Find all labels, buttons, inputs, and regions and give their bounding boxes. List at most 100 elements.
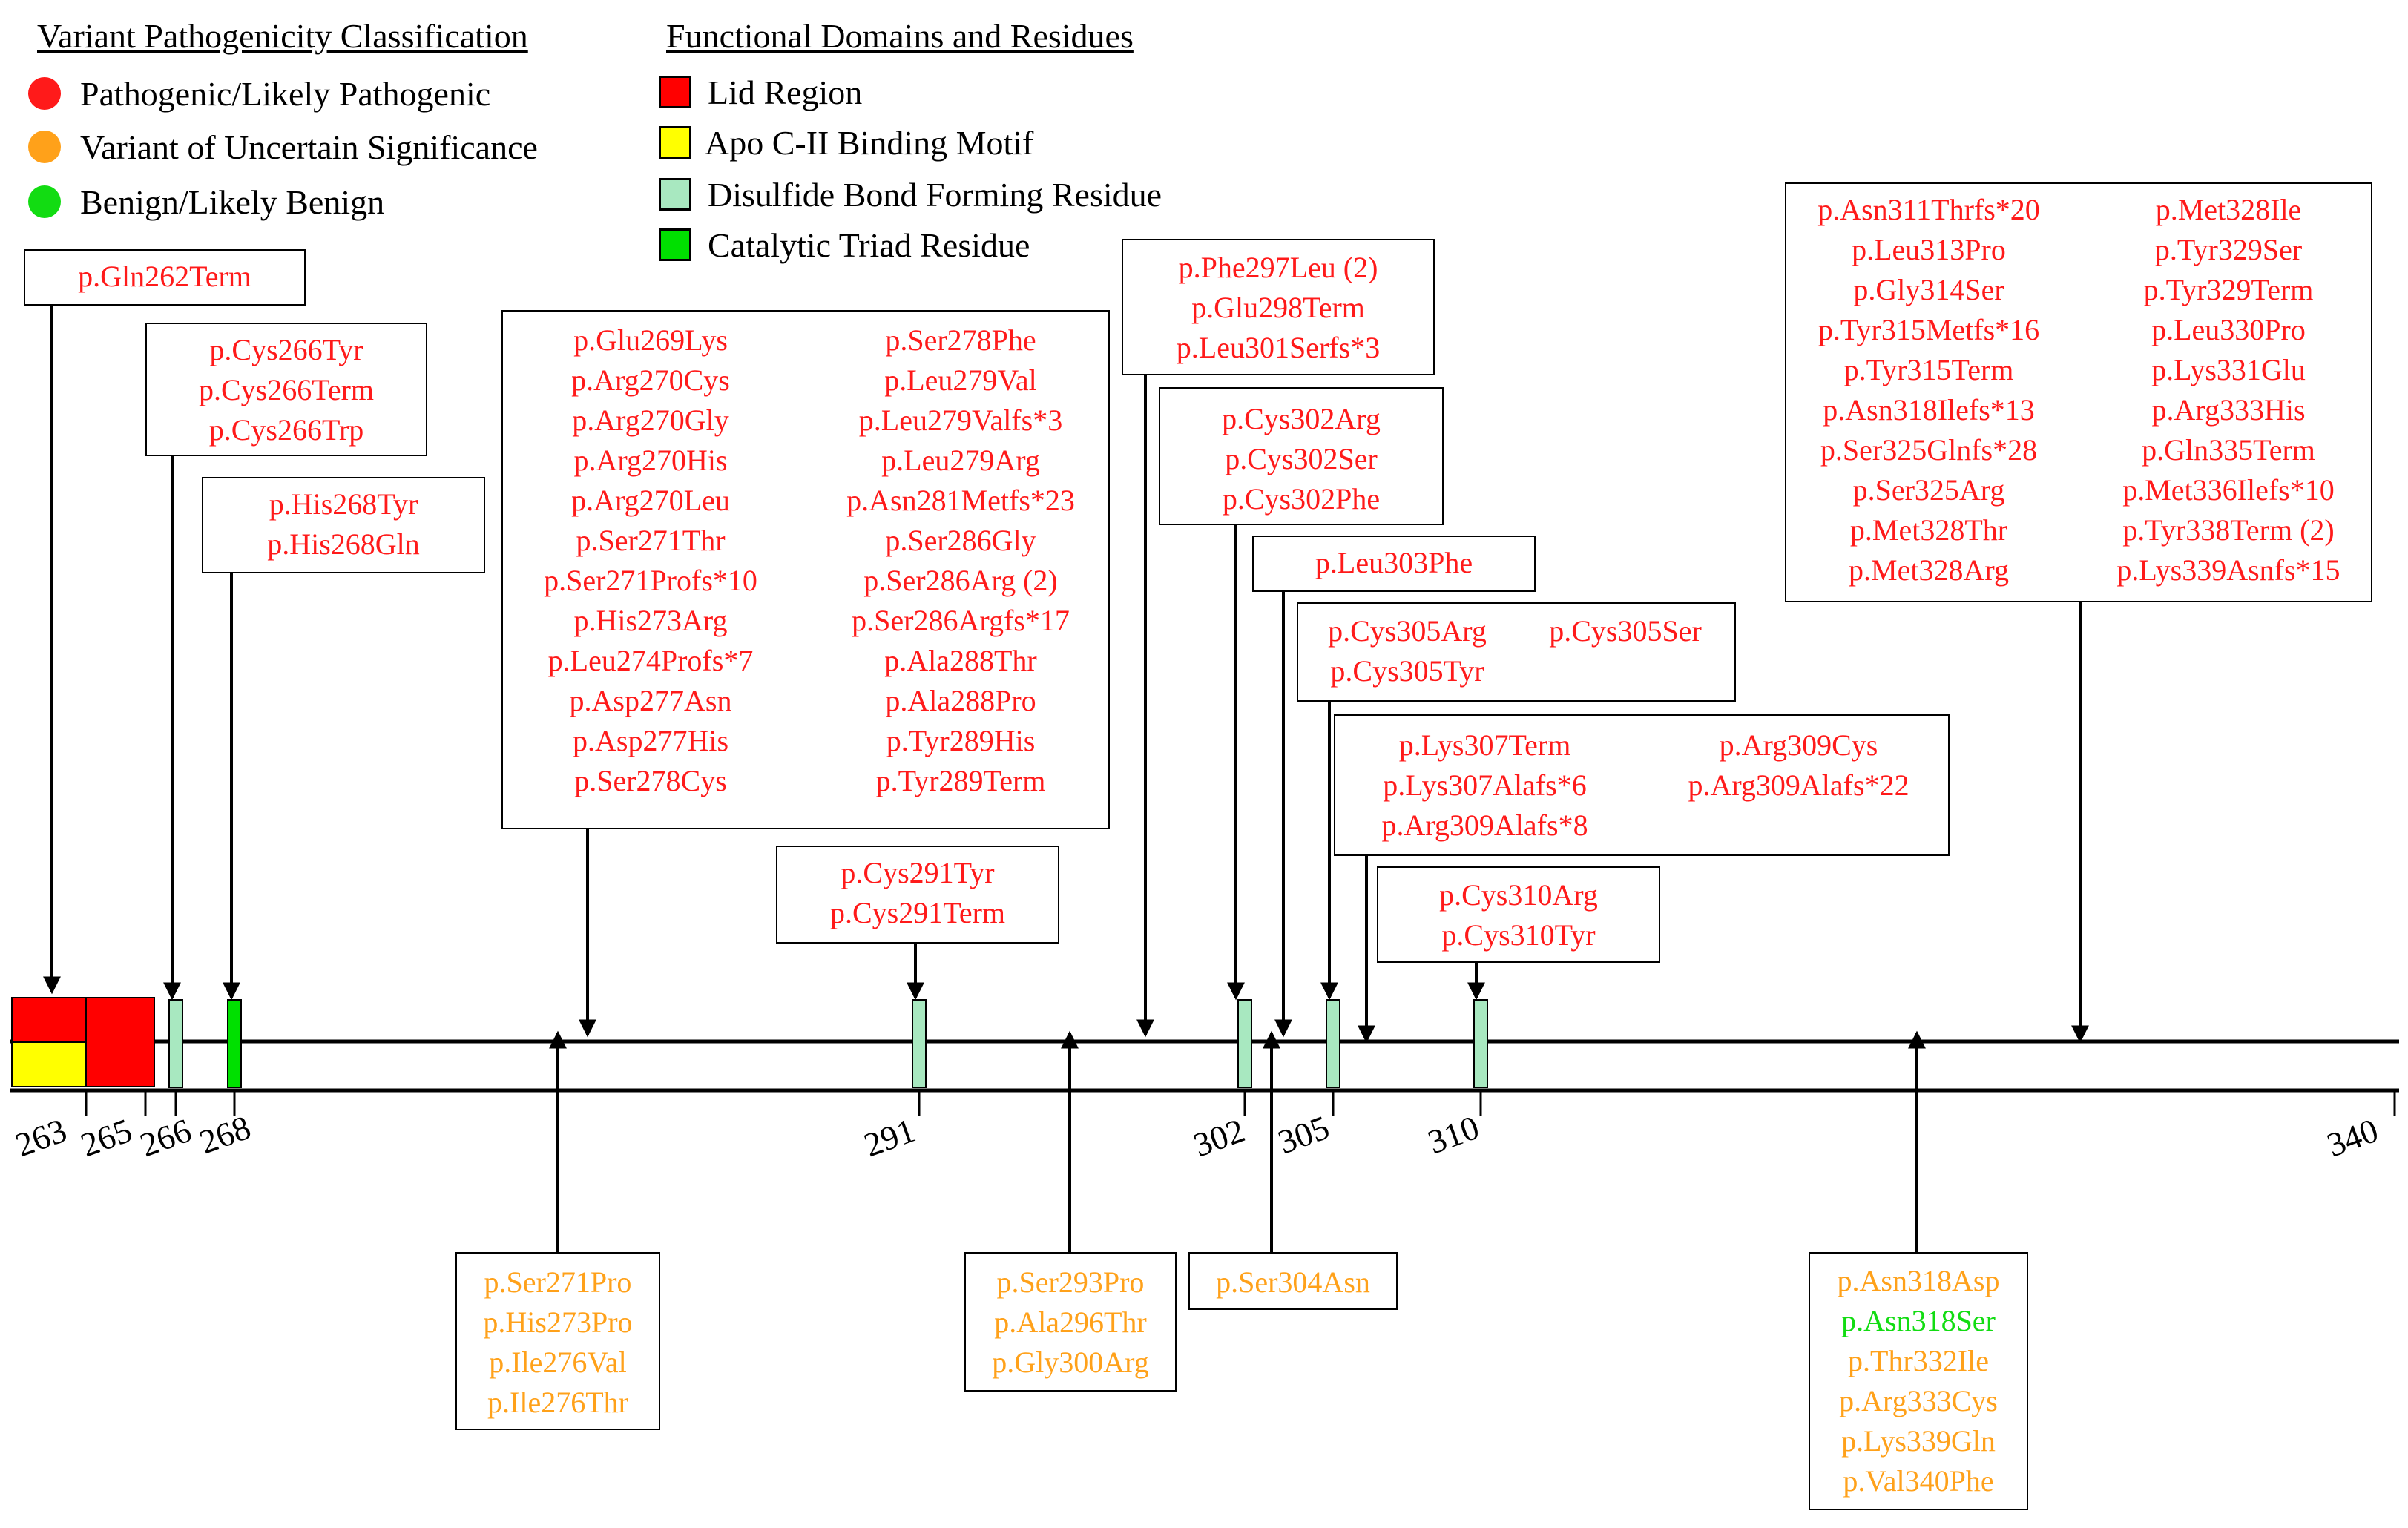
variant-label: p.Cys291Term — [829, 896, 1006, 929]
variant-label: p.Arg309Alafs*8 — [1381, 809, 1588, 842]
variant-list: p.Cys291Tyr p.Cys291Term — [777, 853, 1058, 933]
axis-ticks — [85, 1090, 2396, 1116]
legend-pathogenicity-title: Variant Pathogenicity Classification — [37, 17, 528, 55]
variant-label: p.Thr332Ile — [1848, 1344, 1989, 1377]
variant-label: p.Ala288Pro — [885, 684, 1036, 717]
variant-box-c305: p.Cys305Arg p.Cys305Tyr p.Cys305Ser — [1297, 602, 1736, 702]
variant-label: p.Arg270Gly — [572, 404, 729, 437]
variant-label: p.Cys310Tyr — [1441, 918, 1596, 952]
variant-label: p.Arg270His — [573, 444, 728, 477]
variant-label: p.Tyr338Term (2) — [2122, 513, 2335, 547]
legend-item-disulfide: Disulfide Bond Forming Residue — [659, 174, 1162, 215]
variant-label: p.Leu279Valfs*3 — [858, 404, 1063, 437]
variant-label: p.Arg333His — [2151, 393, 2306, 427]
disulfide-marker-305 — [1326, 999, 1340, 1088]
variant-label: p.Arg333Cys — [1839, 1384, 1998, 1417]
tick-label-291: 291 — [859, 1111, 920, 1165]
variant-label: p.Arg270Cys — [571, 363, 730, 397]
legend-item-lid-region: Lid Region — [659, 71, 862, 113]
catalytic-marker-268 — [227, 999, 242, 1088]
legend-item-benign: Benign/Likely Benign — [28, 181, 384, 223]
red-dot-icon — [28, 77, 61, 110]
variant-label: p.Lys307Alafs*6 — [1383, 768, 1587, 802]
variant-label: p.Tyr289His — [886, 724, 1036, 757]
variant-label: p.Ala296Thr — [994, 1305, 1147, 1339]
variant-label: p.Asn311Thrfs*20 — [1817, 193, 2040, 226]
variant-list: p.Phe297Leu (2) p.Glu298Term p.Leu301Serfs… — [1123, 248, 1433, 368]
variant-label: p.Tyr329Ser — [2154, 233, 2303, 266]
legend-domains-title: Functional Domains and Residues — [666, 17, 1134, 55]
variant-label: p.Cys305Tyr — [1330, 654, 1484, 688]
variant-label: p.His273Arg — [573, 604, 728, 637]
variant-label: p.Ile276Thr — [487, 1386, 628, 1419]
disulfide-marker-302 — [1237, 999, 1252, 1088]
legend-item-catalytic: Catalytic Triad Residue — [659, 224, 1030, 266]
variant-label: p.Val340Phe — [1843, 1464, 1994, 1498]
variant-label: p.Ser325Glnfs*28 — [1820, 433, 2038, 467]
variant-list: p.Gln262Term — [25, 257, 304, 297]
variant-label: p.Met328Arg — [1849, 553, 2009, 587]
variant-label: p.His273Pro — [483, 1305, 633, 1339]
variant-label: p.Ser304Asn — [1216, 1265, 1370, 1299]
variant-box-q262: p.Gln262Term — [24, 249, 306, 306]
variant-box-f297: p.Phe297Leu (2) p.Glu298Term p.Leu301Serfs… — [1122, 239, 1435, 375]
tick-label-263: 263 — [10, 1111, 71, 1165]
variant-label: p.Tyr329Term — [2143, 273, 2314, 306]
variant-label: p.Gln335Term — [2142, 433, 2315, 467]
variant-label: p.Ser278Cys — [574, 764, 727, 797]
tick-label-266: 266 — [135, 1111, 196, 1165]
variant-label: p.Leu301Serfs*3 — [1176, 331, 1381, 364]
green-dot-icon — [28, 185, 61, 218]
variant-label: p.Leu303Phe — [1315, 546, 1473, 579]
variant-label: p.His268Tyr — [269, 487, 418, 521]
variant-label: p.Cys291Tyr — [841, 856, 995, 889]
variant-label: p.Lys331Glu — [2151, 353, 2306, 386]
legend-label: Lid Region — [708, 73, 863, 111]
variant-label: p.Asp277Asn — [569, 684, 732, 717]
variant-label: p.Met336Ilefs*10 — [2122, 473, 2335, 507]
variant-label: p.Glu298Term — [1191, 291, 1365, 324]
variant-label: p.Phe297Leu (2) — [1178, 251, 1378, 284]
variant-label: p.Ser293Pro — [996, 1265, 1145, 1299]
lid-region-block-right — [85, 997, 155, 1087]
variant-label: p.Leu330Pro — [2151, 313, 2306, 346]
tick-label-340: 340 — [2322, 1111, 2383, 1165]
disulfide-marker-310 — [1473, 999, 1488, 1088]
variant-label: p.Cys302Arg — [1222, 402, 1381, 435]
variant-label: p.Leu279Arg — [881, 444, 1040, 477]
variant-box-s304: p.Ser304Asn — [1188, 1252, 1398, 1310]
arrows-down — [43, 306, 2089, 1044]
variant-label: p.Cys302Phe — [1222, 482, 1381, 516]
variant-box-c291: p.Cys291Tyr p.Cys291Term — [776, 846, 1059, 944]
legend-item-vus: Variant of Uncertain Significance — [28, 126, 538, 168]
variant-label: p.Cys305Arg — [1328, 614, 1487, 648]
variant-label: p.Asn318Ser — [1841, 1304, 1996, 1337]
variant-label: p.Ser286Argfs*17 — [852, 604, 1070, 637]
tick-label-310: 310 — [1423, 1108, 1484, 1162]
tick-label-302: 302 — [1188, 1111, 1249, 1165]
yellow-square-icon — [659, 126, 691, 159]
variant-label: p.Gly300Arg — [992, 1346, 1149, 1379]
variant-label: p.Cys266Term — [198, 373, 375, 406]
mint-square-icon — [659, 178, 691, 211]
variant-label: p.Cys305Ser — [1549, 614, 1702, 648]
variant-label: p.Ser271Thr — [576, 524, 726, 557]
variant-label: p.Met328Thr — [1849, 513, 2008, 547]
legend-label: Disulfide Bond Forming Residue — [708, 175, 1162, 214]
legend-label: Benign/Likely Benign — [80, 182, 385, 221]
variant-label: p.Ser286Gly — [885, 524, 1036, 557]
tick-label-265: 265 — [76, 1111, 136, 1165]
